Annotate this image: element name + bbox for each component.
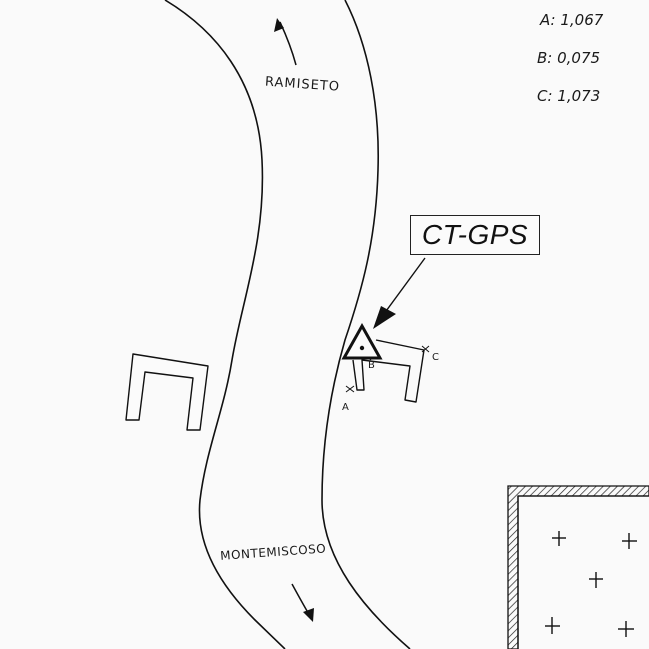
road-label-north: RAMISETO <box>265 75 341 95</box>
gps-station-triangle-icon <box>341 322 383 360</box>
measurement-c: C: 1,073 <box>537 87 600 105</box>
south-arrow-icon <box>291 583 314 622</box>
ct-gps-label: CT-GPS <box>421 219 529 250</box>
ct-gps-label-box: CT-GPS <box>410 215 540 255</box>
road-right-edge <box>321 0 411 649</box>
road-left-edge <box>164 0 286 649</box>
point-c-label: C <box>432 352 439 363</box>
station-leader-arrow-icon <box>373 257 426 329</box>
left-structure <box>125 353 209 431</box>
point-c-marker <box>421 345 430 353</box>
point-a-label: A <box>342 402 349 413</box>
north-arrow-icon <box>274 18 297 66</box>
point-b-label: B <box>368 360 375 371</box>
road-label-south: MONTEMISCOSO <box>220 541 327 562</box>
cross-marks <box>545 531 637 637</box>
point-a-marker <box>345 385 355 393</box>
measurement-a: A: 1,067 <box>539 11 604 29</box>
measurement-b: B: 0,075 <box>537 49 600 67</box>
hatched-building <box>507 485 649 649</box>
station-structure <box>352 339 425 403</box>
